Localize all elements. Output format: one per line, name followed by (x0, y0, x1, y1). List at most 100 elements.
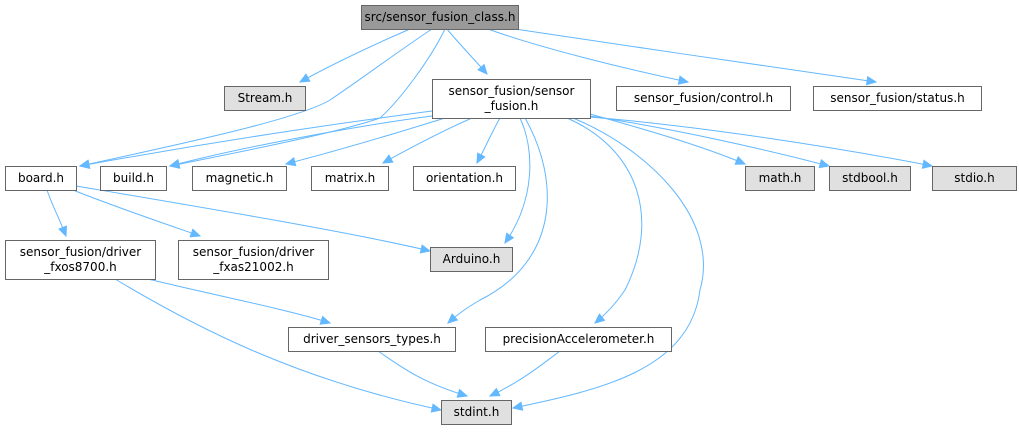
node-label: sensor_fusion/driver (193, 245, 315, 259)
edge-dst-to-stdint (377, 350, 469, 398)
node-magnetic[interactable]: magnetic.h (192, 166, 287, 191)
node-label: board.h (18, 171, 64, 185)
node-root: src/sensor_fusion_class.h (361, 5, 519, 30)
node-box (932, 166, 1017, 191)
node-orientation[interactable]: orientation.h (413, 166, 516, 191)
edge-sf-to-stdbool (589, 115, 831, 169)
edge-line (79, 110, 433, 167)
arrowhead-icon (189, 228, 202, 238)
node-box (100, 166, 167, 191)
node-label: _fxos8700.h (43, 260, 117, 274)
arrowhead-icon (865, 75, 878, 86)
edge-fxos-to-stdint (114, 278, 443, 413)
edge-line (285, 117, 446, 165)
edge-sf-to-magnetic (284, 117, 446, 167)
edge-root-to-build (168, 28, 446, 169)
edge-line (75, 185, 431, 252)
edge-sf-to-orientation (476, 117, 501, 165)
edge-line (114, 278, 442, 411)
arrowhead-icon (818, 158, 831, 169)
node-box (361, 5, 519, 30)
arrowhead-icon (456, 388, 469, 398)
edge-line (589, 116, 933, 167)
arrowhead-icon (381, 154, 394, 164)
edge-line (504, 117, 531, 244)
edge-sf-to-precacc (566, 117, 643, 324)
node-box (413, 166, 516, 191)
node-label: Arduino.h (443, 252, 501, 266)
node-label: Stream.h (238, 91, 293, 105)
node-box (178, 240, 329, 280)
node-label: sensor_fusion/control.h (634, 91, 773, 105)
arrowhead-icon (734, 155, 747, 165)
node-label: driver_sensors_types.h (303, 332, 441, 346)
edge-line (487, 28, 689, 83)
edge-sf-to-arduino (504, 117, 531, 245)
node-label: matrix.h (325, 171, 376, 185)
edge-fxos-to-dst (147, 278, 332, 325)
node-box (5, 240, 156, 280)
edge-line (382, 117, 473, 164)
edge-line (589, 115, 830, 167)
arrowhead-icon (477, 63, 488, 75)
node-precacc[interactable]: precisionAccelerometer.h (485, 327, 672, 352)
arrowhead-icon (447, 313, 459, 324)
edge-sf-to-board (78, 110, 433, 169)
arrowhead-icon (504, 232, 515, 245)
arrowhead-icon (476, 152, 486, 165)
edge-sf-to-matrix (381, 117, 473, 164)
node-matrix[interactable]: matrix.h (311, 166, 389, 191)
node-label: src/sensor_fusion_class.h (365, 10, 516, 24)
edge-line (512, 117, 704, 409)
node-label: stdint.h (454, 405, 500, 419)
node-fxas[interactable]: sensor_fusion/driver_fxas21002.h (178, 240, 329, 280)
node-box (485, 327, 672, 352)
node-board[interactable]: board.h (5, 166, 77, 191)
node-label: stdio.h (954, 171, 994, 185)
arrowhead-icon (419, 244, 432, 254)
edge-line (299, 28, 411, 83)
edge-line (147, 278, 331, 324)
node-stdio: stdio.h (932, 166, 1017, 191)
node-box (441, 400, 512, 425)
node-dst[interactable]: driver_sensors_types.h (288, 327, 456, 352)
edges-layer (46, 28, 934, 413)
node-box (745, 166, 815, 191)
node-status[interactable]: sensor_fusion/status.h (813, 86, 982, 111)
edge-precacc-to-stdint (488, 350, 561, 397)
edge-line (514, 28, 877, 83)
node-label: precisionAccelerometer.h (503, 332, 655, 346)
node-control[interactable]: sensor_fusion/control.h (616, 86, 791, 111)
edge-root-to-stream (298, 28, 411, 83)
node-label: orientation.h (426, 171, 503, 185)
edge-root-to-sf (446, 28, 488, 75)
node-fxos[interactable]: sensor_fusion/driver_fxos8700.h (5, 240, 156, 280)
node-box (192, 166, 287, 191)
node-label: sensor_fusion/driver (20, 245, 142, 259)
edge-root-to-control (487, 28, 690, 85)
arrowhead-icon (58, 225, 67, 238)
edge-sf-to-stdio (589, 116, 934, 169)
edge-board-to-arduino (75, 185, 432, 254)
node-box (430, 247, 513, 272)
node-math: math.h (745, 166, 815, 191)
edge-line (169, 28, 446, 167)
node-build[interactable]: build.h (100, 166, 167, 191)
edge-board-to-fxas (72, 189, 202, 238)
node-box (5, 166, 77, 191)
node-box (616, 86, 791, 111)
node-sf[interactable]: sensor_fusion/sensor_fusion.h (432, 79, 591, 119)
arrowhead-icon (78, 159, 91, 169)
node-label: sensor_fusion/sensor (449, 84, 575, 98)
arrowhead-icon (298, 73, 311, 83)
node-box (311, 166, 389, 191)
arrowhead-icon (511, 401, 524, 411)
node-box (432, 79, 591, 119)
node-label: build.h (113, 171, 154, 185)
node-stdint: stdint.h (441, 400, 512, 425)
node-arduino: Arduino.h (430, 247, 513, 272)
arrowhead-icon (921, 159, 934, 169)
node-label: _fusion.h (484, 99, 539, 113)
